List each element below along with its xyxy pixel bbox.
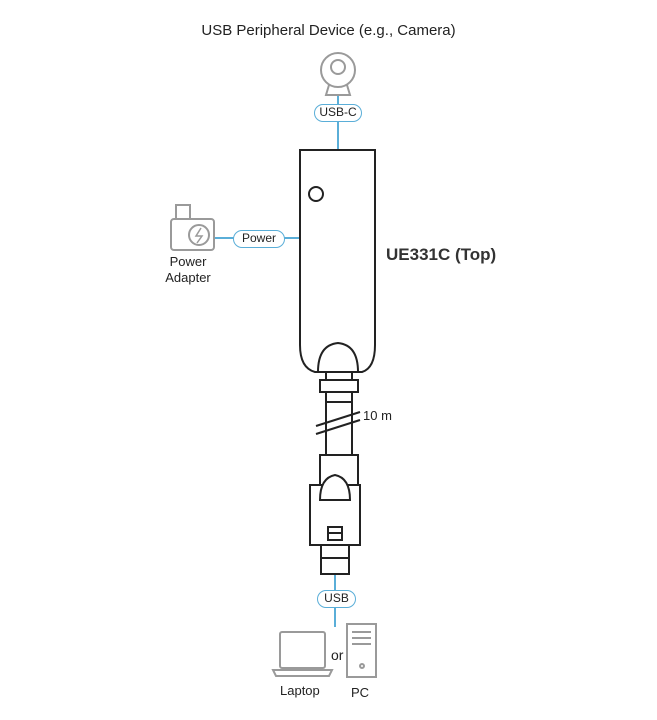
laptop-label: Laptop <box>280 683 320 698</box>
pc-tower-icon <box>346 623 377 678</box>
model-label: UE331C (Top) <box>386 245 497 264</box>
extender-body <box>299 149 376 373</box>
power-adapter-label-line2: Adapter <box>165 270 211 285</box>
power-badge: Power <box>233 230 285 248</box>
laptop-icon <box>271 631 334 677</box>
led-indicator <box>308 186 324 202</box>
usb-c-badge: USB-C <box>314 104 362 122</box>
power-adapter-label-line1: Power <box>169 254 207 269</box>
cable <box>315 371 361 455</box>
cable-length-label: 10 m <box>363 408 392 423</box>
camera-icon <box>320 52 356 96</box>
or-label: or <box>331 647 344 663</box>
usb-a-plug <box>309 454 361 575</box>
pc-label: PC <box>351 685 370 700</box>
power-adapter-label: Power Adapter <box>150 254 226 286</box>
power-adapter-icon <box>170 204 215 251</box>
peripheral-label: USB Peripheral Device (e.g., Camera) <box>201 22 456 39</box>
usb-badge: USB <box>317 590 356 608</box>
